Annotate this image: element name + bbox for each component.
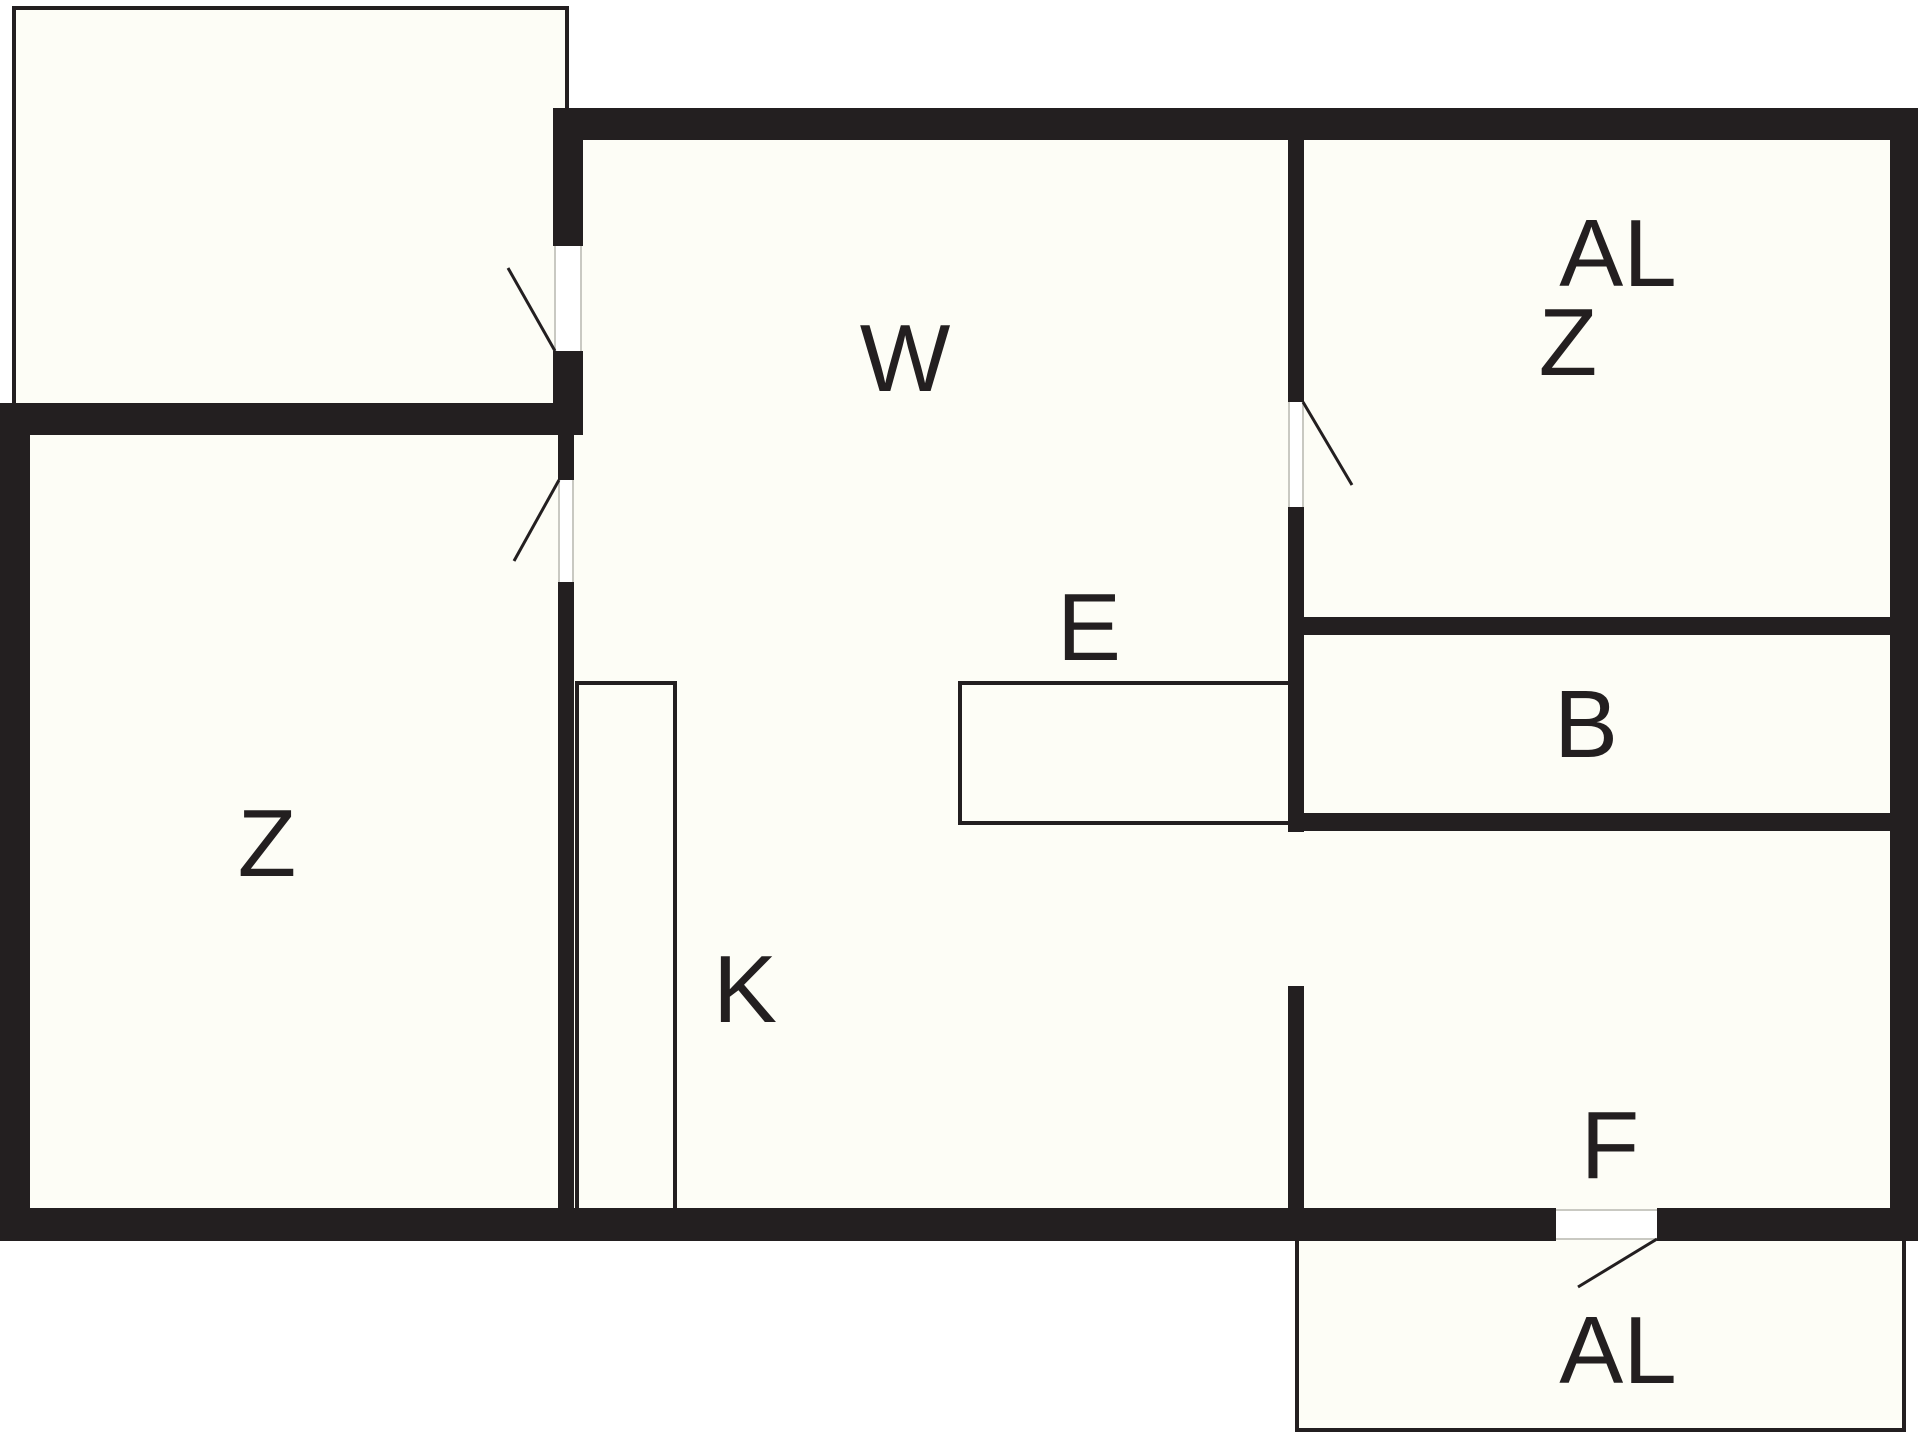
floor-bottom-balcony <box>1297 1225 1904 1430</box>
wall-living-left-upper <box>553 108 583 246</box>
wall-left <box>0 403 30 1241</box>
bottom-balcony-outline <box>1295 1225 1906 1432</box>
floor-top-left-balcony <box>14 8 567 410</box>
floor-fills <box>14 8 1904 1430</box>
thin-outlines <box>12 6 1906 1432</box>
wall-partition-lower <box>558 582 574 1222</box>
room-label-bottom-balcony: AL <box>1559 1297 1676 1404</box>
room-label-entrance: E <box>1057 574 1121 681</box>
room-labels: Z W E K Z AL B F AL <box>238 200 1677 1404</box>
room-label-upper-right-balcony: AL <box>1559 200 1676 307</box>
doors <box>506 246 1658 1289</box>
wall-bathroom-top <box>1288 617 1906 635</box>
entrance-cabinet <box>958 681 1288 825</box>
wall-left-room-top <box>0 403 583 435</box>
wall-right-block-mid <box>1288 507 1304 832</box>
door-left-room <box>512 479 574 582</box>
room-label-bathroom: B <box>1554 671 1618 778</box>
wall-partition-upper <box>558 435 574 480</box>
room-label-kitchen: K <box>713 936 777 1043</box>
wall-right-block-upper <box>1288 125 1304 402</box>
top-left-balcony-outline <box>12 6 569 410</box>
walls <box>0 108 1918 1241</box>
wall-living-left-mid <box>553 351 583 435</box>
wall-bottom-left <box>0 1208 1556 1241</box>
floor-main-area <box>14 122 1895 1225</box>
room-label-left-room: Z <box>238 790 297 897</box>
room-label-living-room: W <box>860 305 951 412</box>
wall-right-block-lower <box>1288 986 1304 1216</box>
door-hall-to-balcony <box>1556 1209 1658 1289</box>
room-label-upper-right-room: Z <box>1539 289 1598 396</box>
wall-top <box>553 108 1918 140</box>
kitchen-counter <box>575 681 677 1212</box>
door-upper-right-room <box>1288 401 1354 507</box>
room-label-hall: F <box>1581 1092 1640 1199</box>
wall-right <box>1890 108 1918 1241</box>
wall-bathroom-bottom <box>1288 813 1906 831</box>
door-balcony-to-living <box>506 246 582 352</box>
wall-bottom-right <box>1657 1208 1918 1241</box>
